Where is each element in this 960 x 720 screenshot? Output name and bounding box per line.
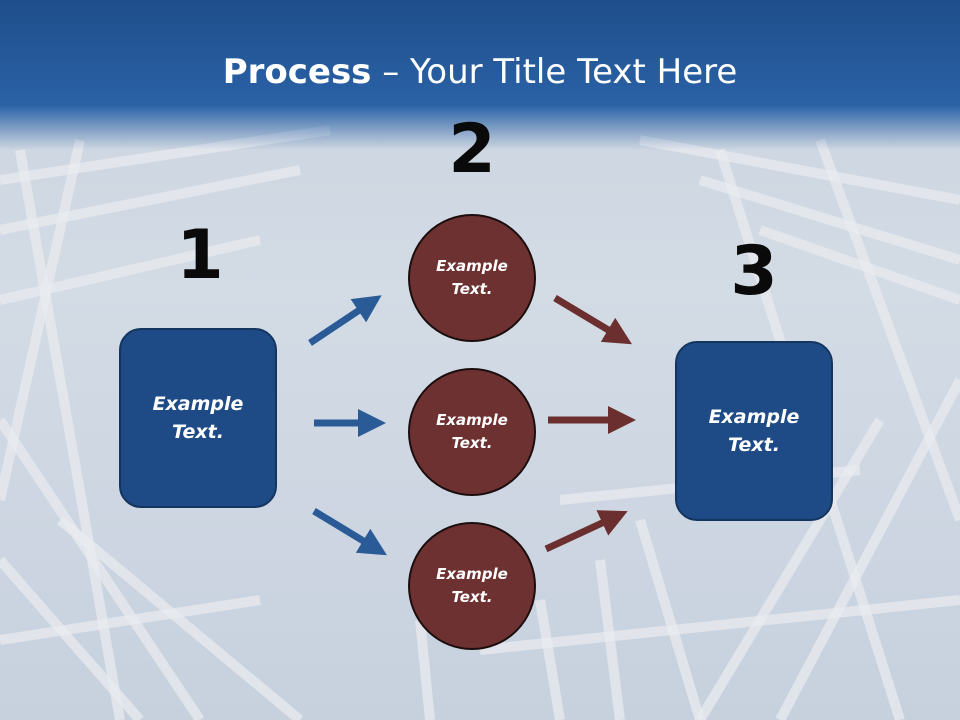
- process-circle-3: Example Text.: [408, 522, 536, 650]
- step-number-2: 2: [448, 110, 496, 189]
- arrow-circle1-to-box2: [553, 294, 633, 345]
- process-circle-1: Example Text.: [408, 214, 536, 342]
- arrow-box1-to-circle3: [312, 508, 387, 556]
- process-circle-1-label: Example Text.: [436, 256, 508, 298]
- process-box-1: Example Text.: [119, 328, 277, 508]
- step-number-3: 3: [730, 232, 778, 311]
- process-box-2: Example Text.: [675, 341, 833, 521]
- title-rest: – Your Title Text Here: [371, 52, 738, 92]
- arrow-box1-to-circle1: [308, 295, 382, 346]
- process-circle-3-label: Example Text.: [436, 564, 508, 606]
- slide-title: Process – Your Title Text Here: [0, 52, 960, 92]
- step-number-1: 1: [176, 216, 224, 295]
- process-box-2-label: Example Text.: [708, 405, 800, 457]
- title-bold: Process: [222, 52, 372, 92]
- title-bar: [0, 0, 960, 150]
- process-circle-2-label: Example Text.: [436, 410, 508, 452]
- process-box-1-label: Example Text.: [152, 392, 244, 444]
- arrow-circle3-to-box2: [544, 510, 628, 553]
- process-circle-2: Example Text.: [408, 368, 536, 496]
